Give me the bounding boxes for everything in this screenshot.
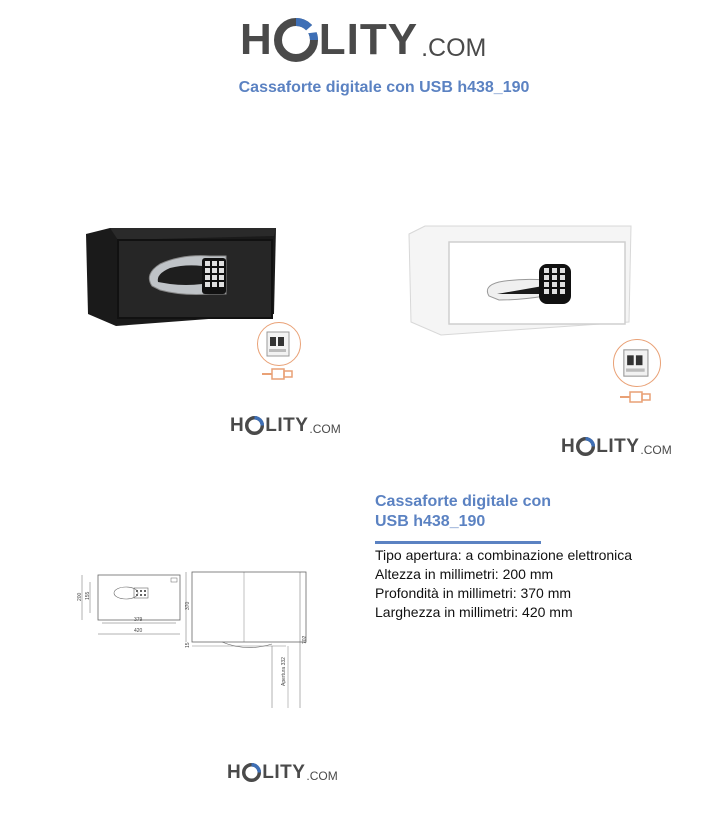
- logo-small-2[interactable]: H LITY .COM: [561, 437, 672, 456]
- dim-inner-height: 155: [85, 591, 91, 600]
- product-title-line-1: Cassaforte digitale con: [375, 493, 552, 510]
- logo-letter-h: H: [230, 415, 245, 436]
- logo-tld: .COM: [309, 422, 341, 436]
- logo-letters-lity: LITY: [265, 415, 309, 436]
- usb-port-icon: [613, 339, 661, 387]
- logo-letter-h: H: [561, 436, 576, 457]
- logo-letters-lity: LITY: [596, 436, 640, 457]
- usb-plug-icon: [262, 367, 294, 385]
- dim-height: 200: [77, 592, 83, 601]
- product-title-line-2: USB h438_190: [375, 513, 486, 530]
- usb-plug-icon: [620, 390, 652, 408]
- spec-depth: Profondità in millimetri: 370 mm: [375, 585, 572, 601]
- technical-drawing: 200 155 379 420 370 15 Apertura 332 702: [76, 566, 314, 716]
- logo-small-3[interactable]: H LITY .COM: [227, 763, 338, 782]
- logo-small-1[interactable]: H LITY .COM: [230, 416, 341, 435]
- dim-width: 420: [134, 628, 143, 634]
- dim-door-open: Apertura 332: [281, 657, 287, 686]
- spec-width: Larghezza in millimetri: 420 mm: [375, 604, 573, 620]
- spec-list: Tipo apertura: a combinazione elettronic…: [375, 546, 632, 622]
- header-logo[interactable]: H LITY .COM: [240, 18, 486, 62]
- logo-letter-h: H: [227, 762, 242, 783]
- holity-o-logo-icon: [273, 18, 318, 62]
- spec-height: Altezza in millimetri: 200 mm: [375, 566, 554, 582]
- logo-letters-lity: LITY: [262, 762, 306, 783]
- product-title: Cassaforte digitale con USB h438_190: [375, 492, 595, 532]
- holity-o-logo-icon: [242, 763, 262, 782]
- logo-tld: .COM: [421, 34, 487, 62]
- logo-letter-h: H: [240, 15, 273, 64]
- logo-letters-lity: LITY: [318, 15, 419, 64]
- holity-o-logo-icon: [245, 416, 265, 435]
- white-safe-image: [407, 224, 633, 337]
- black-safe-image: [84, 226, 278, 328]
- usb-port-icon: [257, 322, 301, 366]
- title-underline: [375, 541, 541, 544]
- dim-depth-total: 702: [302, 635, 308, 644]
- spec-opening-type: Tipo apertura: a combinazione elettronic…: [375, 547, 633, 563]
- dim-inner-width: 379: [134, 617, 143, 623]
- page-title: Cassaforte digitale con USB h438_190: [238, 79, 530, 96]
- dim-depth: 370: [185, 601, 191, 610]
- logo-tld: .COM: [640, 443, 672, 457]
- holity-o-logo-icon: [576, 437, 596, 456]
- logo-tld: .COM: [306, 769, 338, 783]
- dim-offset: 15: [185, 642, 191, 648]
